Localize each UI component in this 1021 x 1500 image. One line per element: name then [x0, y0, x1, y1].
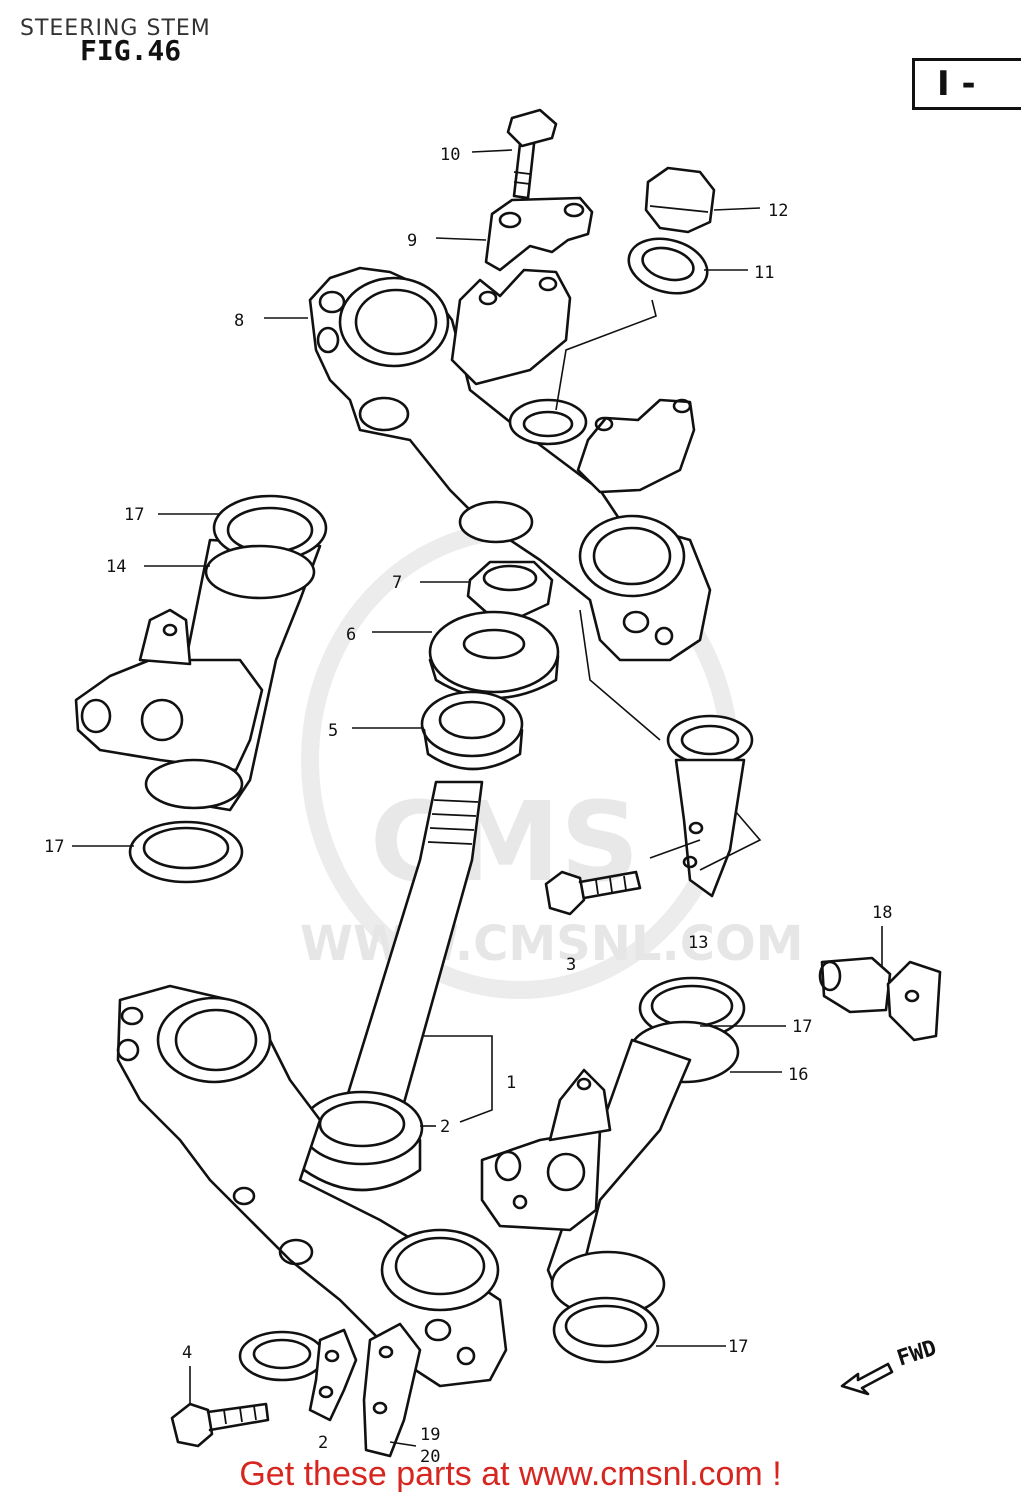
callout-18: 18 [872, 903, 892, 923]
watermark: CMS WWW.CMSNL.COM [300, 521, 804, 999]
callout-17-bottom: 17 [728, 1337, 748, 1357]
part-8-upper-bracket [308, 266, 712, 662]
page-title: STEERING STEM [20, 16, 211, 41]
callout-17-top: 17 [124, 505, 144, 525]
callout-19: 19 [420, 1425, 440, 1445]
forward-direction-indicator: FWD [840, 1336, 940, 1396]
callout-2-lower: 2 [318, 1433, 328, 1453]
callout-1: 1 [506, 1073, 516, 1093]
callout-10: 3 [566, 955, 576, 975]
part-7-nut [466, 560, 554, 618]
part-15-left-holder [74, 494, 328, 884]
part-6-washer [428, 610, 560, 700]
leader-lines [72, 149, 883, 1447]
part-3-bracket [238, 1322, 422, 1458]
part-5-bearing [420, 690, 524, 771]
part-4-bolt [170, 1402, 270, 1448]
part-2-lower-bearing [300, 1090, 424, 1192]
callout-7: 7 [392, 573, 402, 593]
callout-11: 9 [407, 231, 417, 251]
fwd-label: FWD [894, 1336, 940, 1372]
callout-13: 11 [754, 263, 774, 283]
callout-6: 6 [346, 625, 356, 645]
callout-2: 2 [440, 1117, 450, 1137]
callout-20: 20 [420, 1447, 440, 1467]
callout-16: 16 [788, 1065, 808, 1085]
figure-label: FIG.46 [80, 34, 182, 67]
callout-17-left: 17 [44, 837, 64, 857]
part-11-clamp [484, 196, 594, 272]
part-12-bolt [506, 108, 558, 200]
lower-bracket [116, 984, 508, 1388]
part-16-right-holder [480, 976, 746, 1364]
callout-8: 8 [234, 311, 244, 331]
callout-17-right: 17 [792, 1017, 812, 1037]
part-14-nut [644, 166, 716, 234]
callout-4: 4 [182, 1343, 192, 1363]
callouts: 10 9 12 11 8 17 14 7 6 5 17 13 3 18 17 1… [44, 145, 892, 1467]
callout-14: 12 [768, 201, 788, 221]
part-10-bolt [544, 870, 642, 916]
part-9-bracket [666, 714, 754, 898]
watermark-url: WWW.CMSNL.COM [300, 916, 804, 972]
callout-5: 5 [328, 721, 338, 741]
part-18-switch [818, 956, 942, 1042]
section-badge: I - [912, 58, 1021, 110]
callout-15: 14 [106, 557, 126, 577]
arrow-left-icon [840, 1362, 894, 1396]
callout-9: 13 [688, 933, 708, 953]
parts-link[interactable]: Get these parts at www.cmsnl.com ! [239, 1455, 782, 1493]
callout-12: 10 [440, 145, 460, 165]
part-13-washer [627, 237, 709, 295]
